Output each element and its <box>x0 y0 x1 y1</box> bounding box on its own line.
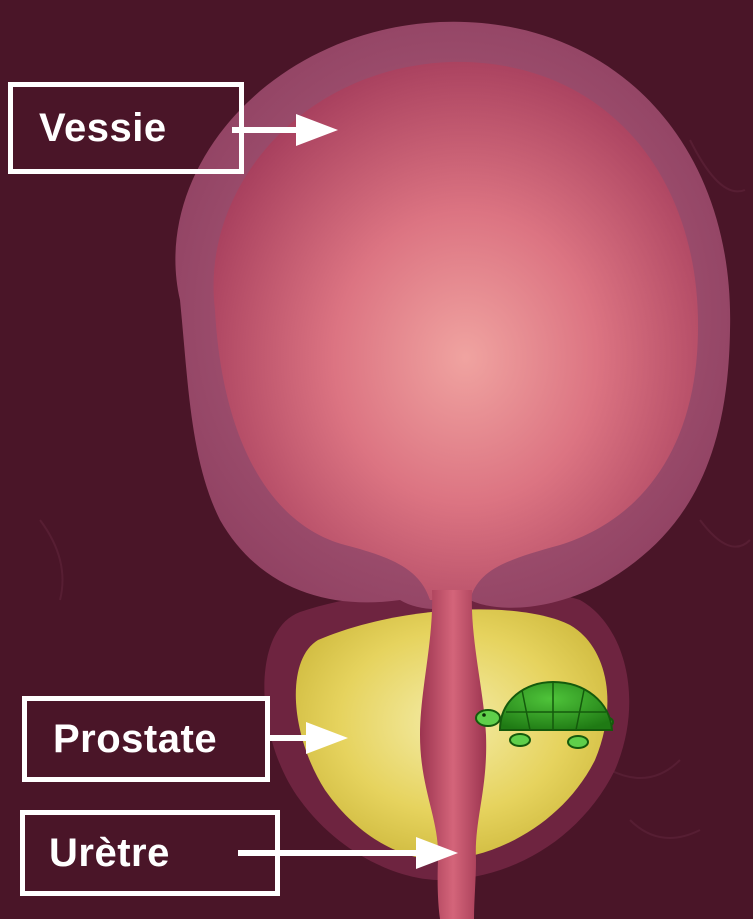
label-vessie: Vessie <box>8 82 244 174</box>
label-uretre: Urètre <box>20 810 280 896</box>
label-prostate: Prostate <box>22 696 270 782</box>
